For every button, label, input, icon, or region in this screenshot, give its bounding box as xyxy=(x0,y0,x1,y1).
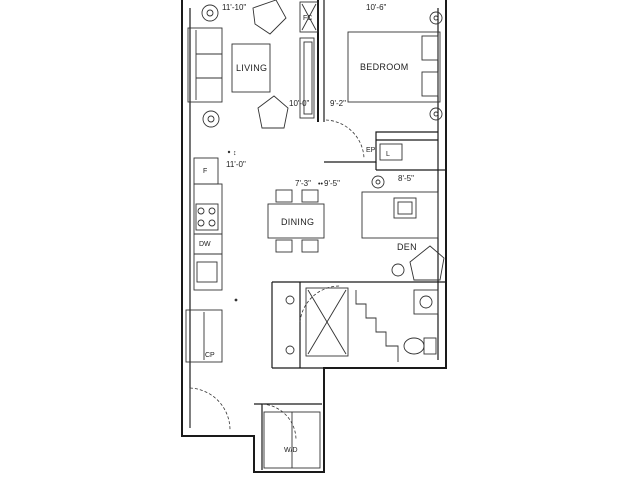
dimension-arrow: •• xyxy=(318,181,323,188)
den-furniture: L EP xyxy=(361,143,445,281)
dining-room-label: DINING xyxy=(281,217,314,227)
coat-closet: CP xyxy=(185,309,223,363)
bedroom-furniture xyxy=(347,11,443,121)
kitchen: F DW xyxy=(193,157,223,291)
electrical-panel-label: EP xyxy=(366,147,376,154)
den-width-dimension: 8'-5" xyxy=(398,174,414,183)
living-depth-dimension: 10'-0" xyxy=(289,99,310,108)
living-room-label: LIVING xyxy=(236,63,267,73)
dining-width-dimension: 7'-3" xyxy=(295,179,311,188)
interior-walls xyxy=(254,0,446,470)
coat-closet-label: CP xyxy=(205,352,215,359)
washer-dryer-label: W/D xyxy=(284,447,298,454)
dining-furniture xyxy=(267,189,325,253)
living-width-dimension: 11'-10" xyxy=(222,3,246,12)
den-label: DEN xyxy=(397,242,417,252)
ceiling-arrow: ↕ xyxy=(233,150,237,157)
bedroom-label: BEDROOM xyxy=(360,62,409,72)
dishwasher-label: DW xyxy=(199,241,211,248)
fridge-label: F xyxy=(203,168,207,175)
linen-label: L xyxy=(386,151,390,158)
fireplace-closet: FC xyxy=(299,1,319,119)
fireplace-closet-label: FC xyxy=(303,15,312,22)
living-furniture xyxy=(187,0,289,129)
bedroom-door-swing xyxy=(325,119,365,159)
entry: W/D xyxy=(189,387,321,469)
kitchen-depth-dimension: 11'-0" xyxy=(226,160,246,169)
bedroom-width-dimension: 10'-6" xyxy=(366,3,387,12)
dining-depth-dimension: 9'-5" xyxy=(324,179,340,188)
bedroom-depth-dimension: 9'-2" xyxy=(330,99,346,108)
bathroom xyxy=(299,285,439,362)
symbols xyxy=(227,150,295,355)
